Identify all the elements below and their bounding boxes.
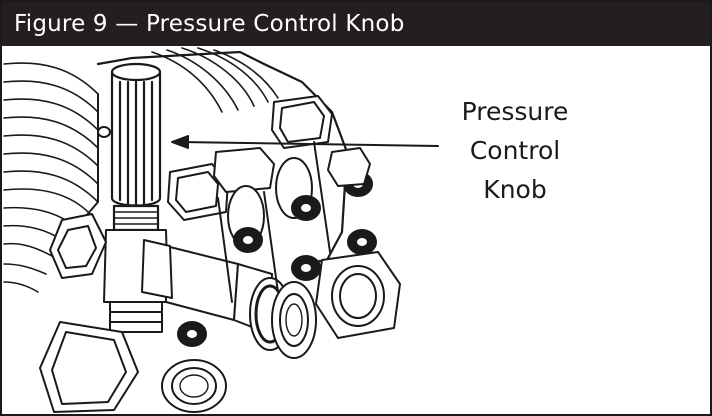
- callout-arrow: [171, 135, 439, 149]
- callout-line-1: Pressure: [461, 97, 569, 126]
- callout-label: Pressure Control Knob: [440, 92, 590, 209]
- callout-line-2: Control: [469, 136, 561, 165]
- cooling-fins: [3, 62, 99, 293]
- figure-header: Figure 9 — Pressure Control Knob: [2, 2, 710, 46]
- figure-title: Figure 9 — Pressure Control Knob: [14, 11, 405, 37]
- quick-connect-coupler: [249, 277, 317, 359]
- callout-line-3: Knob: [483, 175, 547, 204]
- pressure-control-knob: [110, 62, 162, 232]
